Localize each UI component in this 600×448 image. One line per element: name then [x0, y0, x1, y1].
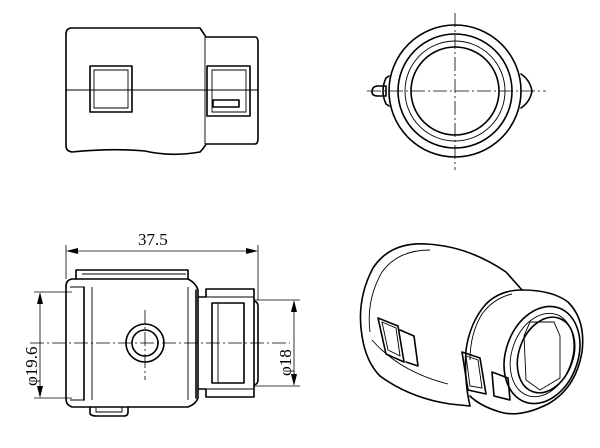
- side-view: [367, 13, 546, 170]
- dimension-label-length: 37.5: [138, 230, 168, 249]
- dimension-inner-diameter: [254, 299, 300, 387]
- dimension-overall-length: [65, 245, 259, 300]
- diameter-symbol: φ: [276, 366, 295, 376]
- dimension-outer-diameter: [34, 291, 72, 399]
- front-view: [65, 27, 259, 156]
- inner-diameter-value: 18: [276, 349, 295, 366]
- dimension-label-outer-diameter: φ19.6: [22, 346, 41, 386]
- outer-diameter-value: 19.6: [22, 346, 41, 376]
- isometric-view: [359, 243, 584, 415]
- bottom-view: [30, 269, 290, 417]
- diameter-symbol: φ: [22, 376, 41, 386]
- dimension-label-inner-diameter: φ18: [276, 349, 295, 376]
